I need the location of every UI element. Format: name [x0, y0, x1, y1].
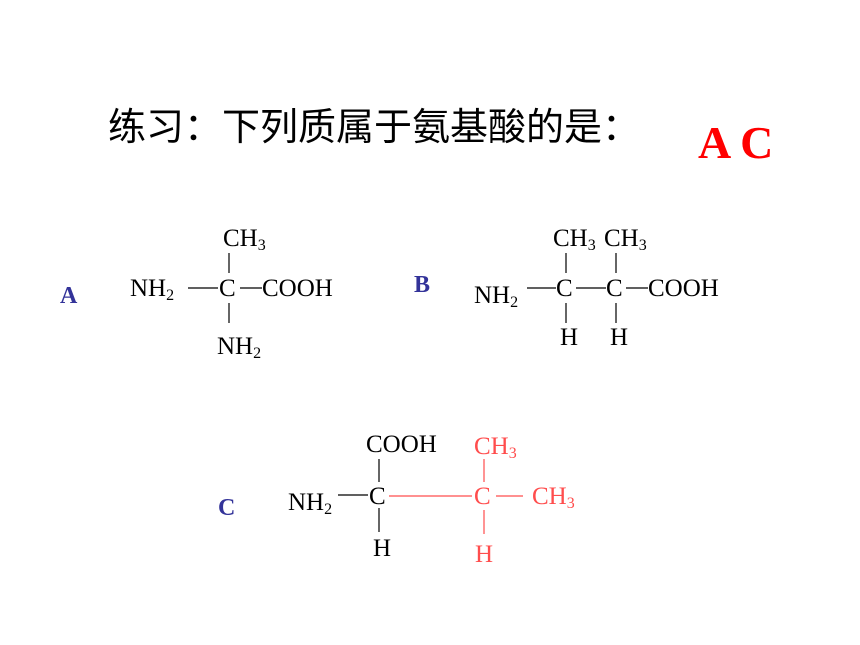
option-b-bottom-group-1: H	[560, 324, 579, 351]
option-c-left-group: NH2	[288, 489, 333, 518]
option-c-center-1: C	[369, 483, 386, 510]
option-c-center-2: C	[474, 483, 491, 510]
option-a-top-group: CH3	[223, 225, 266, 254]
exercise-title: 练习：下列质属于氨基酸的是：	[108, 105, 641, 149]
option-a-right-group: COOH	[262, 275, 333, 302]
answer-text: A C	[698, 117, 774, 168]
option-a-bottom-group: NH2	[217, 333, 262, 362]
option-c-right-group: CH3	[532, 483, 575, 512]
option-c-label: C	[218, 495, 236, 521]
option-c-bottom-group-2: H	[475, 541, 494, 568]
option-b-top-group-2: CH3	[604, 225, 647, 254]
option-b-bottom-group-2: H	[610, 324, 629, 351]
option-c-bottom-group-1: H	[373, 535, 392, 562]
option-a-left-group: NH2	[130, 275, 175, 304]
option-b-center-2: C	[606, 275, 623, 302]
option-b-right-group: COOH	[648, 275, 719, 302]
option-b-label: B	[414, 272, 431, 298]
option-c-top-group-1: COOH	[366, 431, 437, 458]
option-b-center-1: C	[556, 275, 573, 302]
option-c-top-group-2: CH3	[474, 433, 517, 462]
option-a-label: A	[60, 283, 78, 309]
option-b-left-group: NH2	[474, 282, 519, 311]
option-a-center: C	[219, 275, 236, 302]
option-b-top-group-1: CH3	[553, 225, 596, 254]
